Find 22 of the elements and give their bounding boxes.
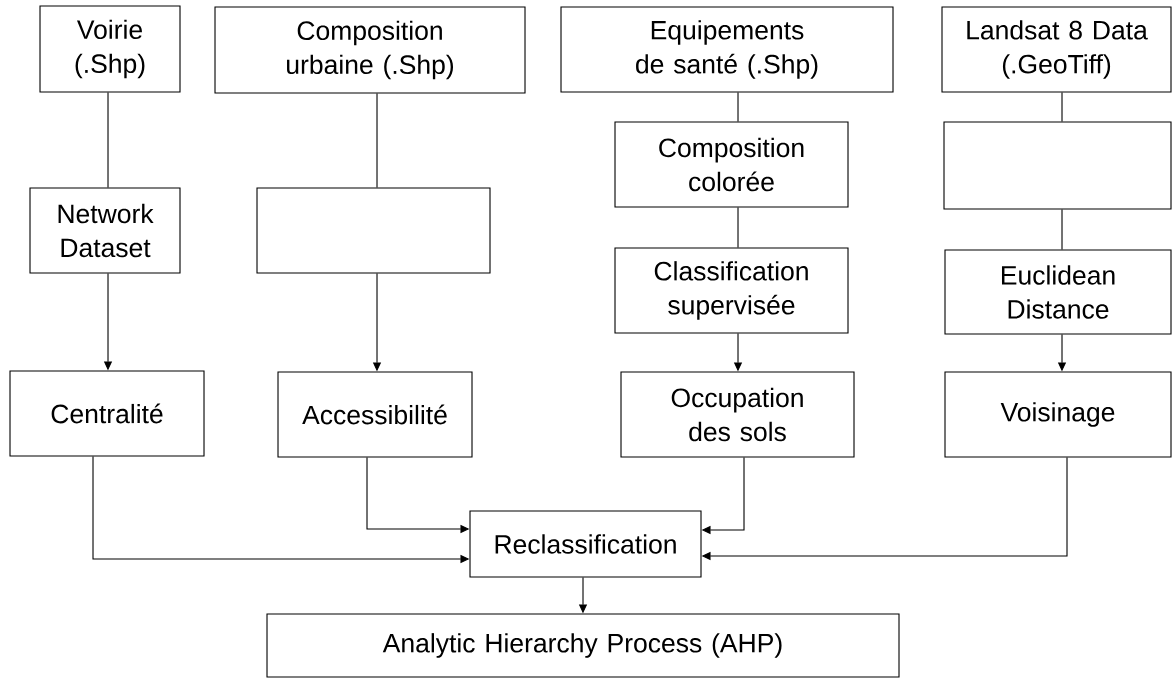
process-box: Euclidean Distance — [944, 249, 1172, 335]
process-box: Voirie (.Shp) — [39, 5, 181, 93]
connector-line — [737, 92, 739, 122]
process-box: Centralité — [9, 370, 205, 457]
process-box: Accessibilité — [277, 371, 473, 458]
process-box: Voisinage — [944, 371, 1172, 458]
process-box — [943, 121, 1172, 210]
process-box: Landsat 8 Data (.GeoTiff) — [941, 6, 1172, 93]
process-box: Classification supervisée — [614, 247, 849, 334]
process-box: Occupation des sols — [620, 371, 855, 458]
connector-line — [1061, 209, 1063, 250]
process-box: Network Dataset — [29, 187, 181, 274]
process-box: Equipements de santé (.Shp) — [560, 6, 894, 93]
connector-line — [376, 93, 378, 188]
process-box: Reclassification — [469, 510, 702, 578]
connector-line — [737, 207, 739, 248]
process-box: Analytic Hierarchy Process (AHP) — [266, 613, 900, 678]
process-box: Composition colorée — [614, 121, 849, 208]
process-box — [256, 187, 491, 274]
connector-line — [1061, 92, 1063, 122]
connector-line — [107, 92, 109, 188]
process-box: Composition urbaine (.Shp) — [214, 6, 526, 94]
